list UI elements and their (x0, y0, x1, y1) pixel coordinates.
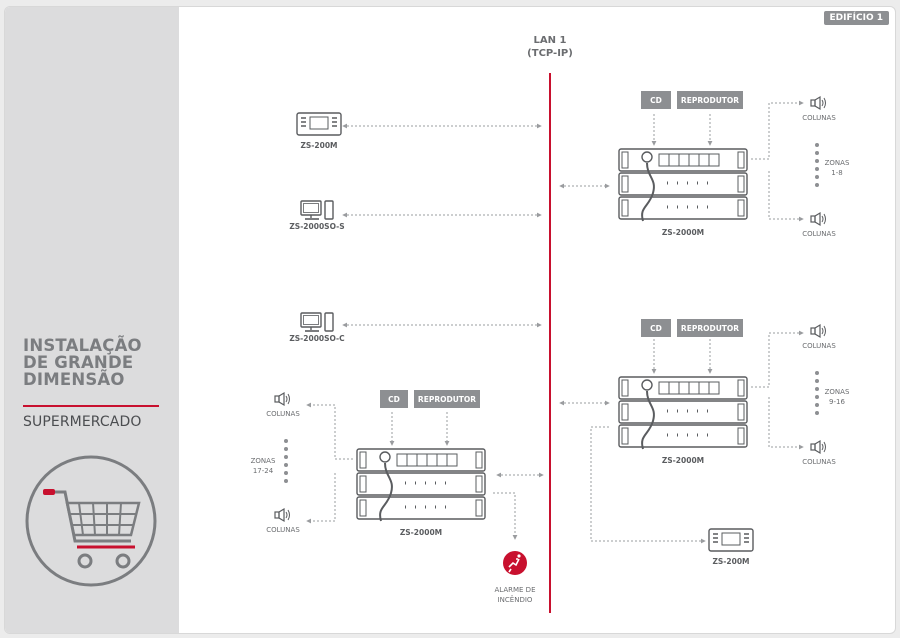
computer-icon-so-c (300, 312, 334, 332)
rack-top (617, 147, 749, 223)
zs2000so-s-label: ZS-2000SO-S (289, 222, 344, 231)
speaker-label-3: COLUNAS (802, 342, 836, 350)
speaker-icon-6 (274, 508, 291, 522)
zones-top-range: 1-8 (831, 169, 842, 177)
speaker-label-2: COLUNAS (802, 230, 836, 238)
diagram-frame: INSTALAÇÃO DE GRANDE DIMENSÃO SUPERMERCA… (4, 6, 896, 634)
cd-box-mid-label: CD (650, 324, 662, 333)
side-panel: INSTALAÇÃO DE GRANDE DIMENSÃO SUPERMERCA… (5, 7, 179, 633)
speaker-icon-5 (274, 392, 291, 406)
reprodutor-box-top-label: REPRODUTOR (681, 96, 739, 105)
building-badge: EDIFÍCIO 1 (823, 11, 889, 25)
cd-box-top-label: CD (650, 96, 662, 105)
rack-left-label: ZS-2000M (400, 528, 442, 537)
network-diagram: LAN 1 (TCP-IP) ZS-200M (251, 35, 850, 613)
cd-box-mid (641, 319, 671, 337)
reprodutor-box-left (414, 390, 480, 408)
shopping-cart-icon (25, 455, 157, 587)
speaker-icon-1 (810, 96, 827, 110)
rack-mid-label: ZS-2000M (662, 456, 704, 465)
links (306, 100, 804, 544)
zones-left-word: ZONAS (251, 457, 276, 465)
zs200m-console-top (296, 112, 342, 136)
speaker-label-4: COLUNAS (802, 458, 836, 466)
cd-box-top (641, 91, 671, 109)
speaker-label-6: COLUNAS (266, 526, 300, 534)
lan-protocol: (TCP-IP) (527, 48, 573, 59)
zone-dots-mid (815, 371, 819, 415)
side-title: INSTALAÇÃO DE GRANDE DIMENSÃO (23, 337, 173, 388)
fire-alarm-label-2: INCÊNDIO (498, 595, 533, 604)
side-title-line-1: INSTALAÇÃO (23, 336, 142, 355)
zone-dots-left (284, 439, 288, 483)
zones-top-word: ZONAS (825, 159, 850, 167)
speaker-label-5: COLUNAS (266, 410, 300, 418)
zone-dots-top (815, 143, 819, 187)
side-title-line-2: DE GRANDE (23, 353, 134, 372)
zs2000so-c-label: ZS-2000SO-C (289, 334, 345, 343)
computer-icon-so-s (300, 200, 334, 220)
fire-alarm-label-1: ALARME DE (494, 586, 535, 594)
speaker-label-1: COLUNAS (802, 114, 836, 122)
zs200m-top-label: ZS-200M (300, 141, 337, 150)
rack-mid (617, 375, 749, 451)
side-subtitle: SUPERMERCADO (23, 414, 142, 430)
cd-box-left-label: CD (388, 395, 400, 404)
fire-alarm-icon (503, 551, 527, 575)
cd-box-left (380, 390, 408, 408)
speaker-icon-4 (810, 440, 827, 454)
zones-mid-range: 9-16 (829, 398, 845, 406)
side-rule (23, 405, 159, 407)
reprodutor-box-mid (677, 319, 743, 337)
speaker-icon-3 (810, 324, 827, 338)
speaker-icon-2 (810, 212, 827, 226)
reprodutor-box-mid-label: REPRODUTOR (681, 324, 739, 333)
rack-left (355, 447, 487, 523)
zs200m-bottom-label: ZS-200M (712, 557, 749, 566)
zones-left-range: 17-24 (253, 467, 274, 475)
lan-label: LAN 1 (534, 35, 567, 46)
side-title-line-3: DIMENSÃO (23, 370, 125, 389)
zs200m-console-bottom (708, 528, 754, 552)
zones-mid-word: ZONAS (825, 388, 850, 396)
rack-top-label: ZS-2000M (662, 228, 704, 237)
reprodutor-box-top (677, 91, 743, 109)
reprodutor-box-left-label: REPRODUTOR (418, 395, 476, 404)
